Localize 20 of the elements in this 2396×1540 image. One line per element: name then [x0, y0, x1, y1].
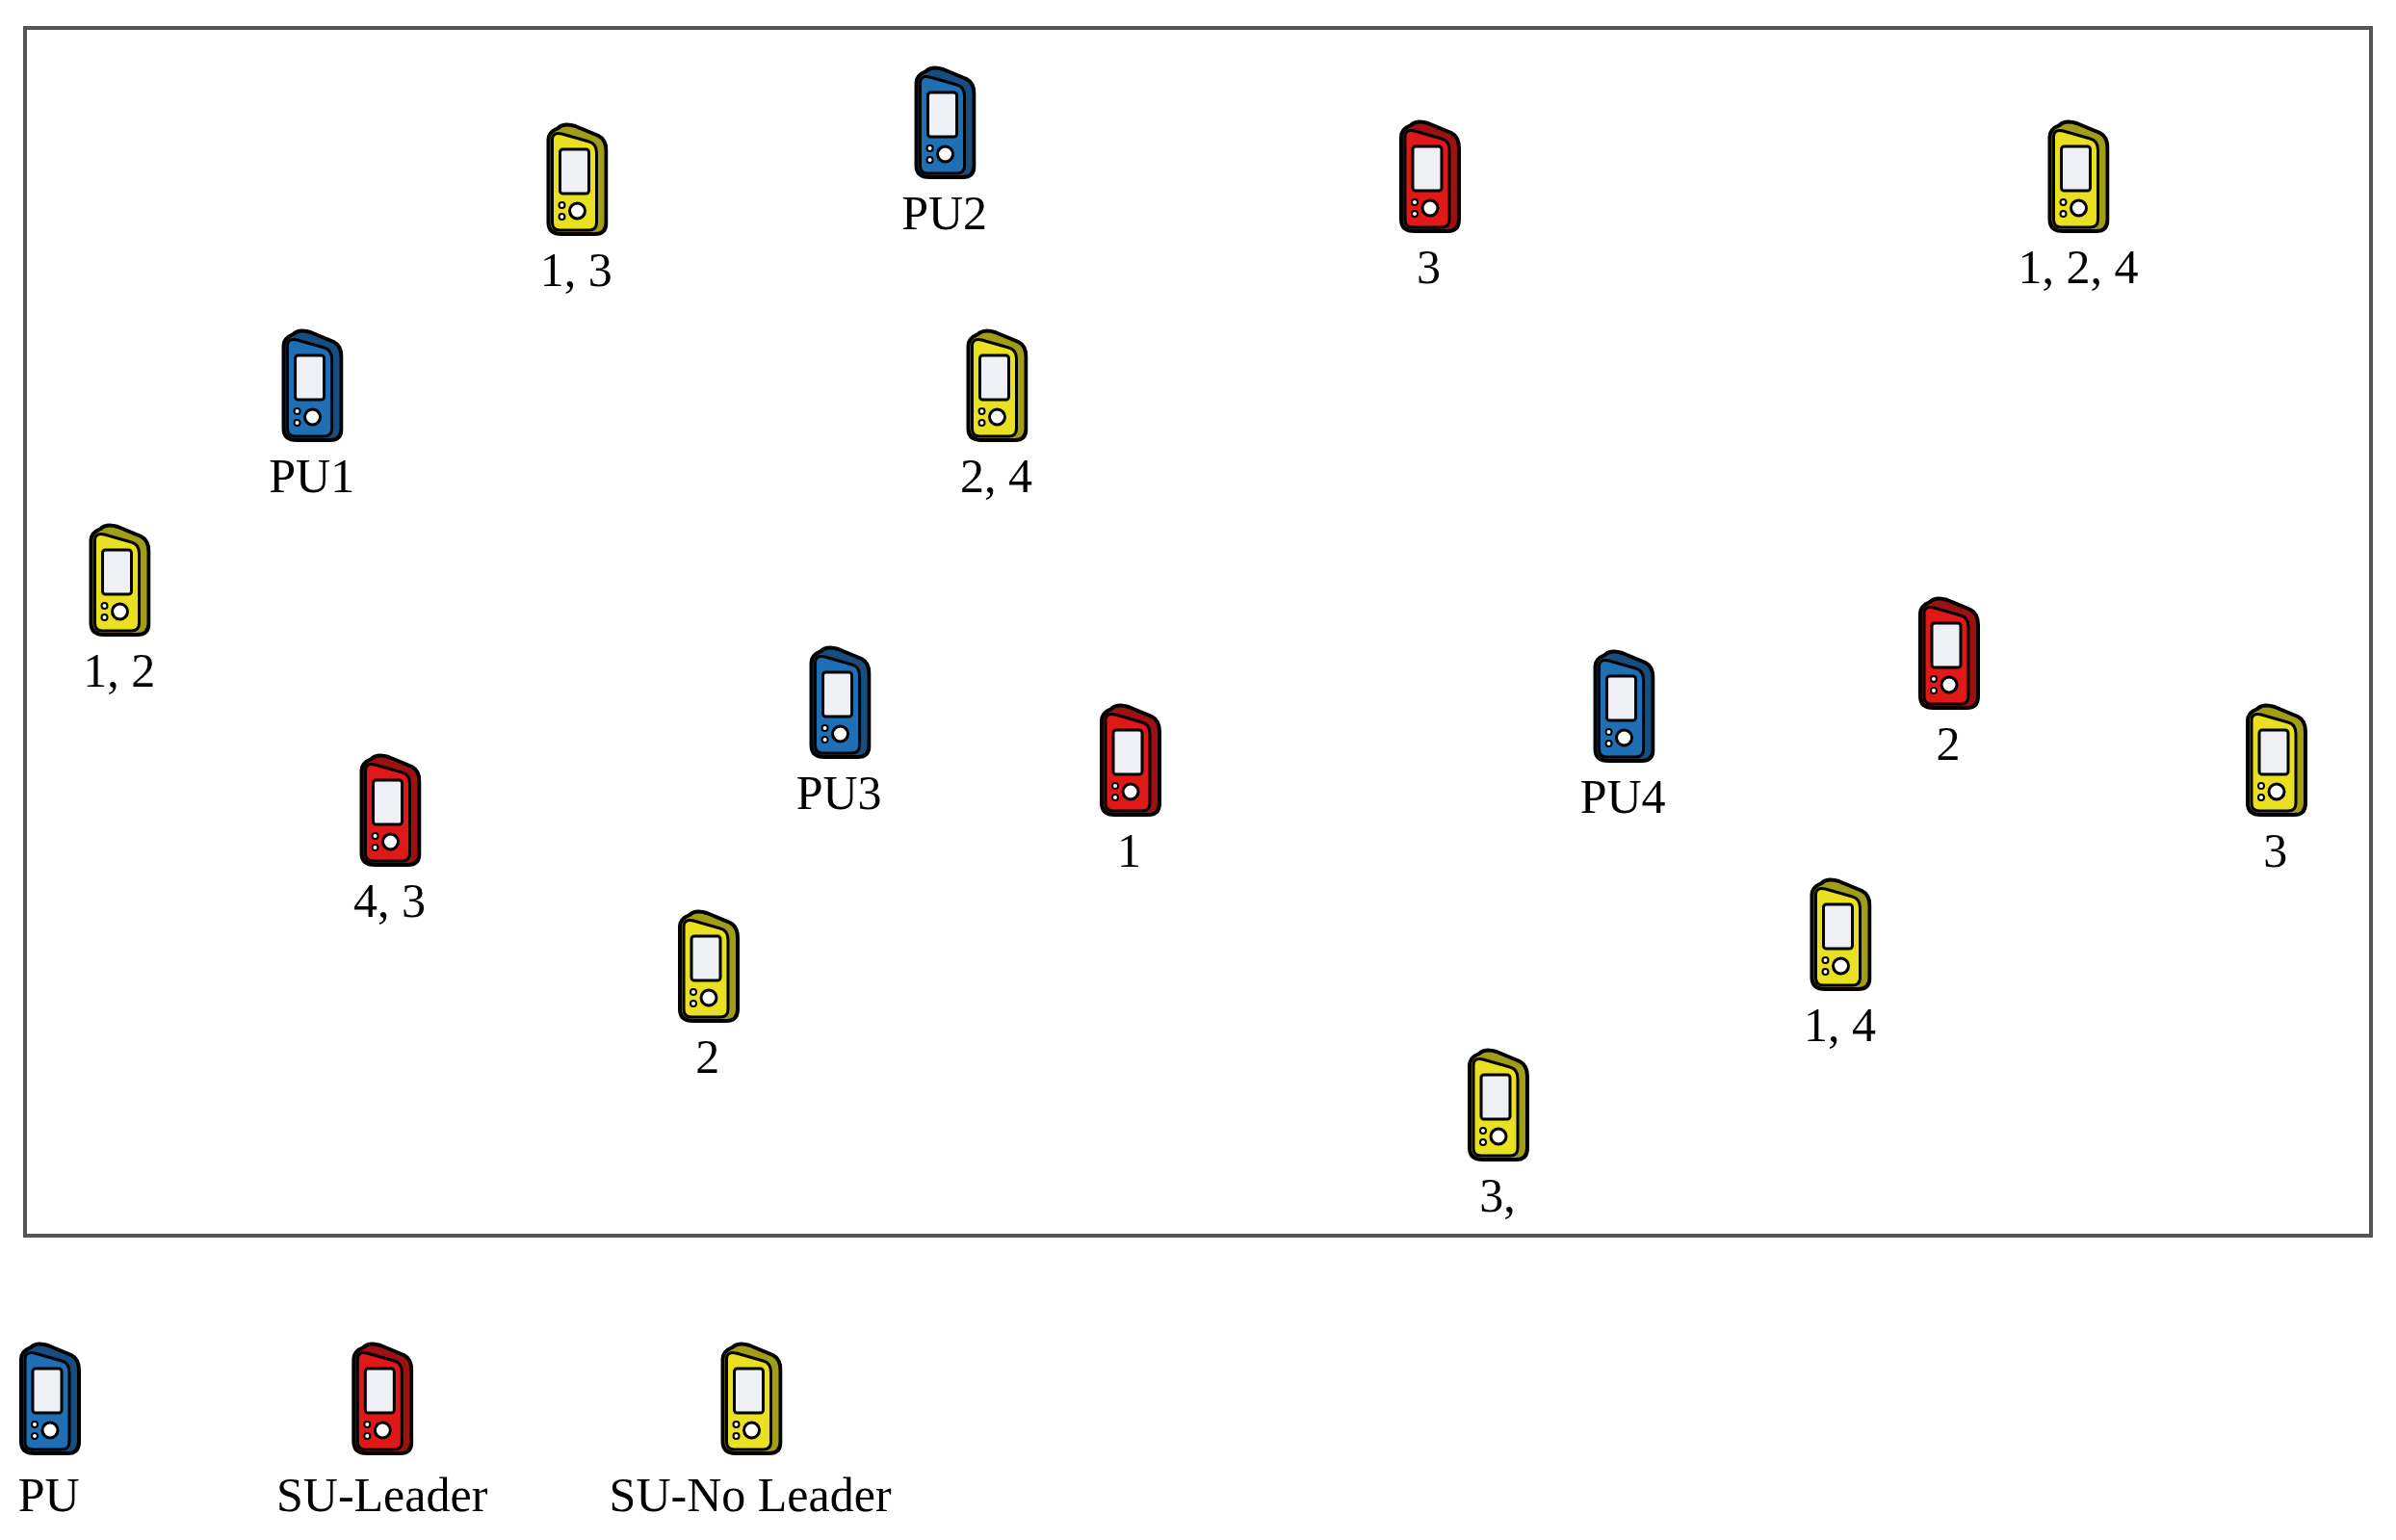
legend-label: SU-No Leader — [609, 1471, 892, 1520]
device-label: PU2 — [901, 189, 988, 238]
legend-label: PU — [17, 1471, 80, 1520]
area-frame — [22, 25, 2374, 1239]
device-label: 1, 4 — [1803, 1000, 1876, 1049]
device-label: 1, 2 — [83, 645, 156, 694]
device-label: PU4 — [1579, 772, 1666, 822]
device-label: 2 — [1936, 718, 1961, 768]
legend-label: SU-Leader — [276, 1471, 488, 1520]
device-label: 2, 4 — [960, 452, 1033, 501]
device-label: PU3 — [795, 768, 882, 817]
device-label: PU1 — [269, 452, 355, 501]
device-label: 3 — [1417, 242, 1442, 291]
device-label: 2 — [695, 1032, 720, 1082]
device-label: 1, 3 — [539, 245, 612, 294]
device-label: 4, 3 — [353, 876, 427, 926]
device-label: 1, 2, 4 — [2018, 242, 2139, 291]
device-label: 1 — [1117, 825, 1142, 874]
device-label: 3 — [2263, 825, 2288, 874]
device-label: 3, — [1479, 1171, 1516, 1220]
